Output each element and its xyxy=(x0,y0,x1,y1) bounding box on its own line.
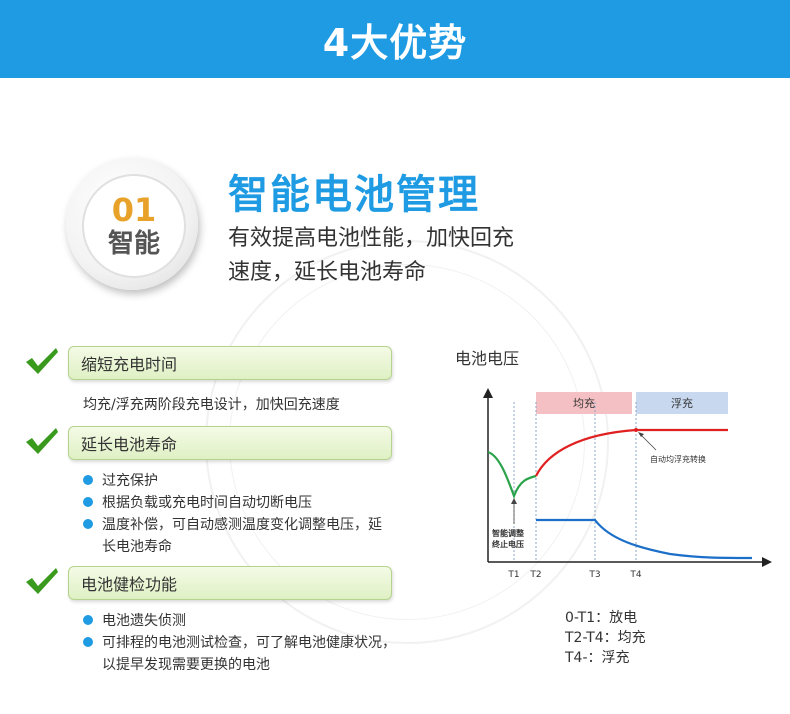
check-icon xyxy=(26,348,58,374)
arrowhead-icon xyxy=(638,432,644,437)
feature-badge-inner: 01 智能 xyxy=(82,174,186,278)
bullet-dot-icon xyxy=(83,497,93,507)
transition-point xyxy=(634,428,638,432)
bullet-dot-icon xyxy=(83,475,93,485)
section-description: 均充/浮充两阶段充电设计，加快回充速度 xyxy=(83,397,340,413)
list-item: 根据负载或充电时间自动切断电压 xyxy=(80,492,440,514)
charge-current-curve xyxy=(536,518,753,560)
check-icon xyxy=(26,428,58,454)
annotation-cutoff-line1: 智能调整 xyxy=(492,528,524,538)
charge-voltage-curve xyxy=(535,428,728,477)
list-item: 过充保护 xyxy=(80,470,440,492)
x-axis-arrow xyxy=(762,557,772,567)
tick-label-t1: T1 xyxy=(507,570,519,580)
section-label: 缩短充电时间 xyxy=(81,355,178,374)
discharge-curve xyxy=(487,450,537,500)
banner-title: 4大优势 xyxy=(322,20,468,65)
bullet-dot-icon xyxy=(83,615,93,625)
feature-description-line2: 速度，延长电池寿命 xyxy=(228,260,427,285)
phase-label-float: 浮充 xyxy=(671,396,693,410)
header-banner: 4大优势 xyxy=(0,0,790,78)
section-label: 电池健检功能 xyxy=(81,575,178,594)
feature-description-line1: 有效提高电池性能，加快回充 xyxy=(228,226,515,251)
tick-label-t3: T3 xyxy=(588,570,600,580)
chart-title: 电池电压 xyxy=(455,349,520,368)
annotation-cutoff-line2: 终止电压 xyxy=(491,539,524,549)
list-item: 电池遗失侦测 xyxy=(80,610,440,632)
annotation-arrow-transition xyxy=(639,433,657,451)
legend-item: T4-：浮充 xyxy=(565,650,630,666)
section-label: 延长电池寿命 xyxy=(81,435,178,454)
legend-item: 0-T1：放电 xyxy=(565,610,638,626)
tick-label-t4: T4 xyxy=(629,570,641,580)
section-header-charge-time: 缩短充电时间 xyxy=(68,346,392,380)
section-header-battery-life: 延长电池寿命 xyxy=(68,426,392,460)
phase-label-equalize: 均充 xyxy=(573,396,595,410)
list-item-continuation: 以提早发现需要更换的电池 xyxy=(102,657,270,673)
chart-legend: 0-T1：放电 T2-T4：均充 T4-：浮充 xyxy=(565,608,646,668)
list-item-continuation: 长电池寿命 xyxy=(102,539,172,555)
feature-title: 智能电池管理 xyxy=(228,172,480,218)
battery-health-list: 电池遗失侦测 可排程的电池测试检查，可了解电池健康状况， 以提早发现需要更换的电… xyxy=(80,610,440,676)
bullet-dot-icon xyxy=(83,519,93,529)
y-axis-arrow xyxy=(483,388,493,398)
phase-bar-float xyxy=(636,392,728,414)
list-item: 可排程的电池测试检查，可了解电池健康状况， xyxy=(80,632,440,654)
annotation-transition: 自动均浮充转换 xyxy=(650,454,706,464)
arrowhead-icon xyxy=(511,498,517,504)
phase-bar-equalize xyxy=(536,392,632,414)
battery-life-list: 过充保护 根据负载或充电时间自动切断电压 温度补偿，可自动感测温度变化调整电压，… xyxy=(80,470,440,558)
list-item: 温度补偿，可自动感测温度变化调整电压，延 xyxy=(80,514,440,536)
feature-description: 有效提高电池性能，加快回充 速度，延长电池寿命 xyxy=(228,222,568,290)
section-header-battery-health: 电池健检功能 xyxy=(68,566,392,600)
feature-badge: 01 智能 xyxy=(66,158,198,290)
badge-number: 01 xyxy=(111,191,157,229)
tick-label-t2: T2 xyxy=(529,570,541,580)
bullet-dot-icon xyxy=(83,637,93,647)
legend-item: T2-T4：均充 xyxy=(565,630,646,646)
check-icon xyxy=(26,568,58,594)
battery-voltage-chart: 均充 浮充 自动均浮充转换 智能调整 终止电压 T1 T2 T3 T4 xyxy=(483,388,772,580)
badge-label: 智能 xyxy=(107,229,160,259)
